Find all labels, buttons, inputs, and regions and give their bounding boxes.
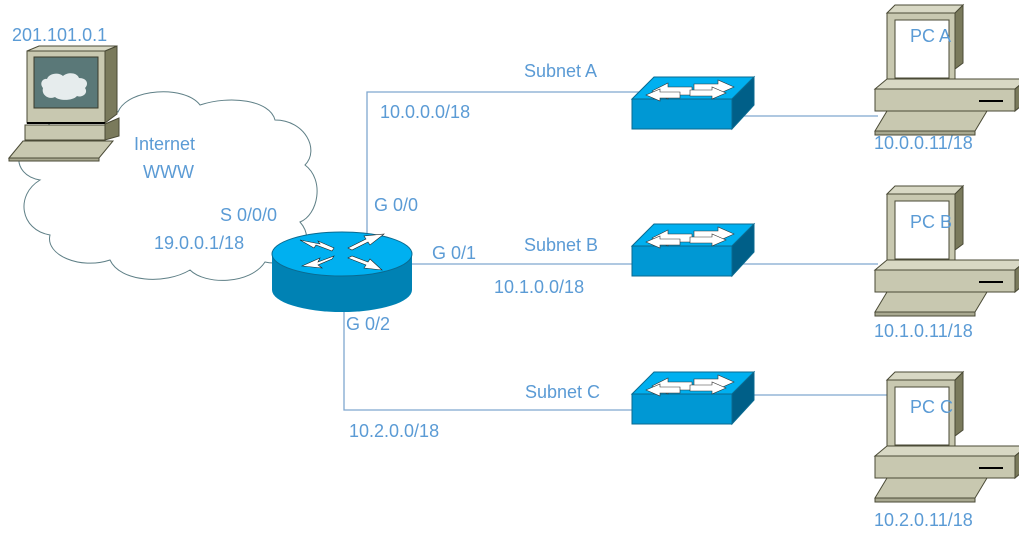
- switch-subnet-b[interactable]: [631, 223, 755, 277]
- router-interface-g00-label: G 0/0: [374, 195, 419, 215]
- pc-b-ip-label: 10.1.0.11/18: [874, 321, 973, 341]
- subnet-a-name-label: Subnet A: [524, 61, 598, 81]
- internet-host-computer[interactable]: [7, 45, 120, 162]
- router-serial-interface-label: S 0/0/0: [220, 205, 278, 225]
- subnet-b-name-label: Subnet B: [524, 235, 599, 255]
- subnet-a-network-label: 10.0.0.0/18: [380, 102, 471, 122]
- subnet-b-network-label: 10.1.0.0/18: [494, 277, 585, 297]
- router-arrows-icon: [299, 233, 385, 271]
- switch-subnet-c[interactable]: [631, 371, 755, 425]
- links: [343, 91, 895, 411]
- router[interactable]: [271, 231, 413, 312]
- internet-cloud-sublabel: WWW: [143, 162, 194, 182]
- pc-b[interactable]: [874, 185, 1019, 317]
- pc-a-ip-label: 10.0.0.11/18: [874, 133, 973, 153]
- internet-cloud-label: Internet: [134, 134, 196, 154]
- pc-c[interactable]: [874, 371, 1019, 503]
- router-serial-ip-label: 19.0.0.1/18: [154, 233, 245, 253]
- cloud-screen-icon: [41, 73, 87, 100]
- router-interface-g02-label: G 0/2: [346, 314, 391, 334]
- link-router-subnet-c: [343, 310, 640, 411]
- pc-c-ip-label: 10.2.0.11/18: [874, 510, 973, 530]
- subnet-c-network-label: 10.2.0.0/18: [349, 421, 440, 441]
- pc-c-name-label: PC C: [910, 397, 954, 417]
- pc-a-name-label: PC A: [910, 26, 952, 46]
- pc-b-name-label: PC B: [910, 212, 953, 232]
- pc-a[interactable]: [874, 4, 1019, 136]
- switch-subnet-a[interactable]: [631, 76, 755, 130]
- internet-host-ip-label: 201.101.0.1: [12, 25, 108, 45]
- router-interface-g01-label: G 0/1: [432, 243, 477, 263]
- link-router-subnet-a: [366, 91, 640, 238]
- subnet-c-name-label: Subnet C: [525, 382, 601, 402]
